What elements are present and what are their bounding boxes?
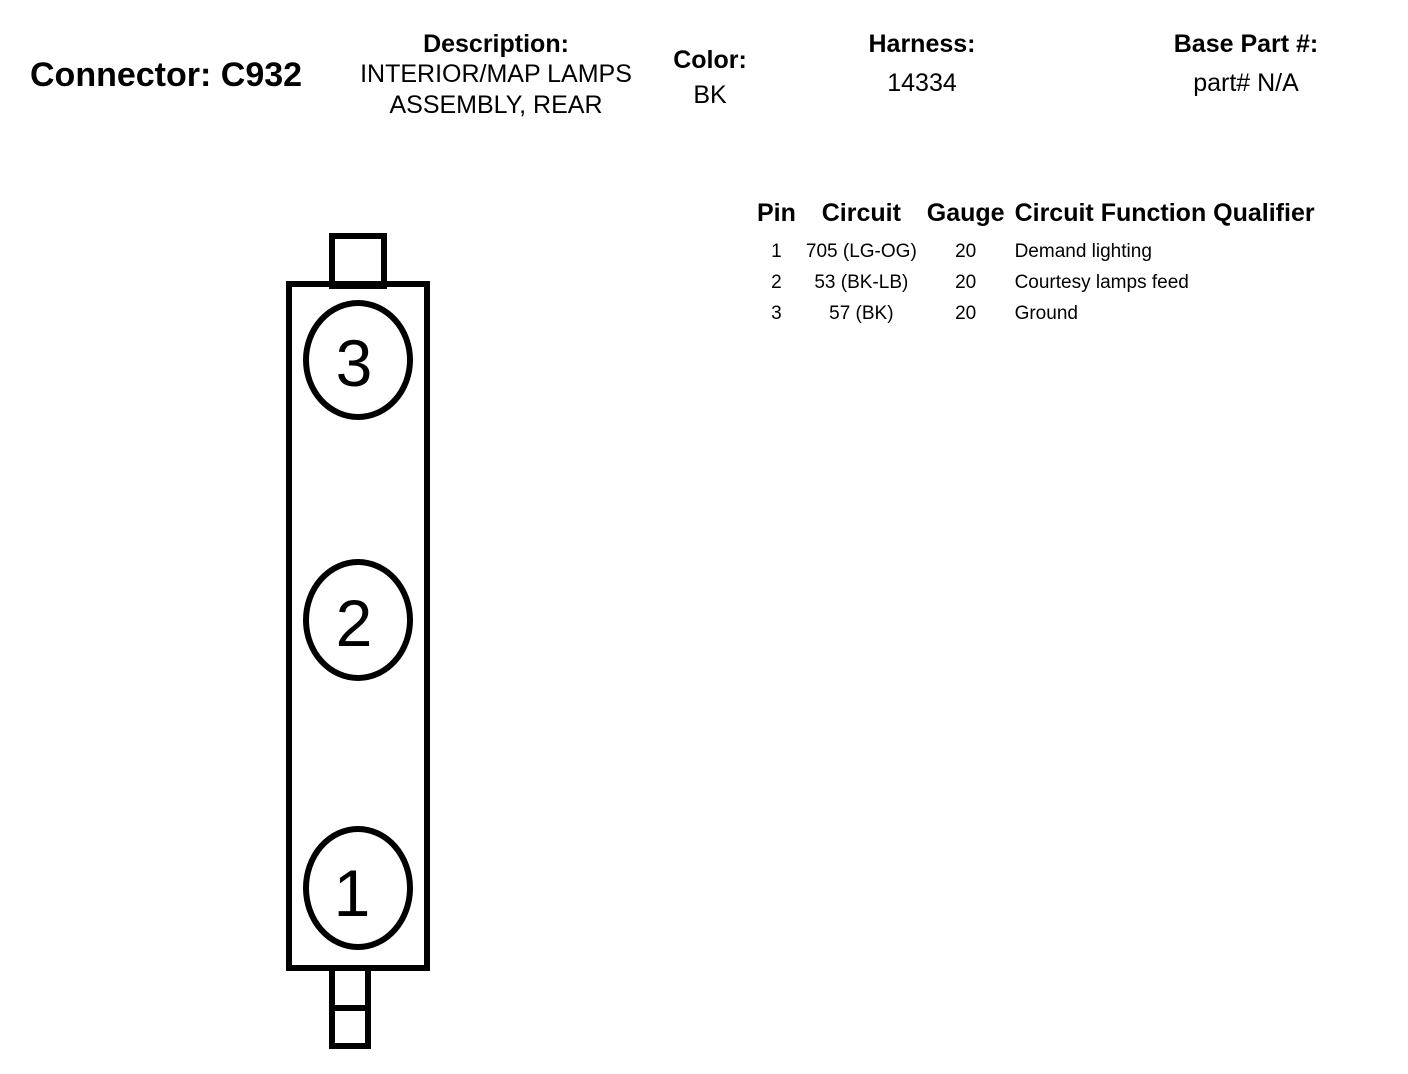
table-row: 2 53 (BK-LB) 20 Courtesy lamps feed [752, 267, 1320, 298]
pin-table: Pin Circuit Gauge Circuit Function Quali… [752, 198, 1320, 329]
base-part-block: Base Part #: part# N/A [1140, 30, 1352, 98]
color-block: Color: BK [660, 46, 760, 110]
row-circuit: 57 (BK) [829, 303, 894, 324]
pin-table-header-row: Pin Circuit Gauge Circuit Function Quali… [752, 198, 1320, 236]
row-function: Courtesy lamps feed [1014, 272, 1189, 293]
description-line-2: ASSEMBLY, REAR [389, 91, 603, 119]
header-gauge: Gauge [926, 199, 1005, 227]
row-circuit: 705 (LG-OG) [805, 241, 917, 262]
pin-cavity-2 [303, 559, 413, 681]
bottom-tab-upper [329, 965, 371, 1011]
table-row: 1 705 (LG-OG) 20 Demand lighting [752, 236, 1320, 267]
base-part-label: Base Part #: [1173, 30, 1319, 58]
harness-block: Harness: 14334 [822, 30, 1022, 98]
row-function: Ground [1014, 303, 1078, 324]
pin-cavity-1 [303, 826, 413, 950]
row-pin: 1 [771, 241, 782, 262]
header-pin: Pin [757, 199, 796, 227]
row-gauge: 20 [955, 241, 977, 262]
pin-label-2: 2 [336, 586, 373, 660]
connector-label: Connector: [30, 56, 212, 94]
header-circuit: Circuit [821, 199, 901, 227]
description-label: Description: [423, 30, 569, 58]
table-row: 3 57 (BK) 20 Ground [752, 298, 1320, 329]
harness-value: 14334 [887, 69, 957, 97]
pin-label-1: 1 [334, 856, 371, 930]
connector-id: C932 [220, 56, 303, 94]
pin-label-3: 3 [336, 326, 373, 400]
color-label: Color: [673, 46, 747, 74]
row-function: Demand lighting [1014, 241, 1152, 262]
row-pin: 2 [771, 272, 782, 293]
row-gauge: 20 [955, 303, 977, 324]
connector-title: Connector: C932 [30, 56, 302, 95]
header-function: Circuit Function Qualifier [1014, 199, 1315, 227]
bottom-tab-lower [329, 1005, 371, 1049]
top-latch-tab [329, 233, 387, 289]
pin-cavity-3 [303, 300, 413, 420]
row-circuit: 53 (BK-LB) [814, 272, 909, 293]
harness-label: Harness: [868, 30, 976, 58]
description-block: Description: INTERIOR/MAP LAMPS ASSEMBLY… [340, 30, 652, 121]
description-line-1: INTERIOR/MAP LAMPS [360, 60, 632, 88]
row-pin: 3 [771, 303, 782, 324]
base-part-value: part# N/A [1193, 69, 1299, 97]
row-gauge: 20 [955, 272, 977, 293]
color-value: BK [693, 81, 727, 109]
